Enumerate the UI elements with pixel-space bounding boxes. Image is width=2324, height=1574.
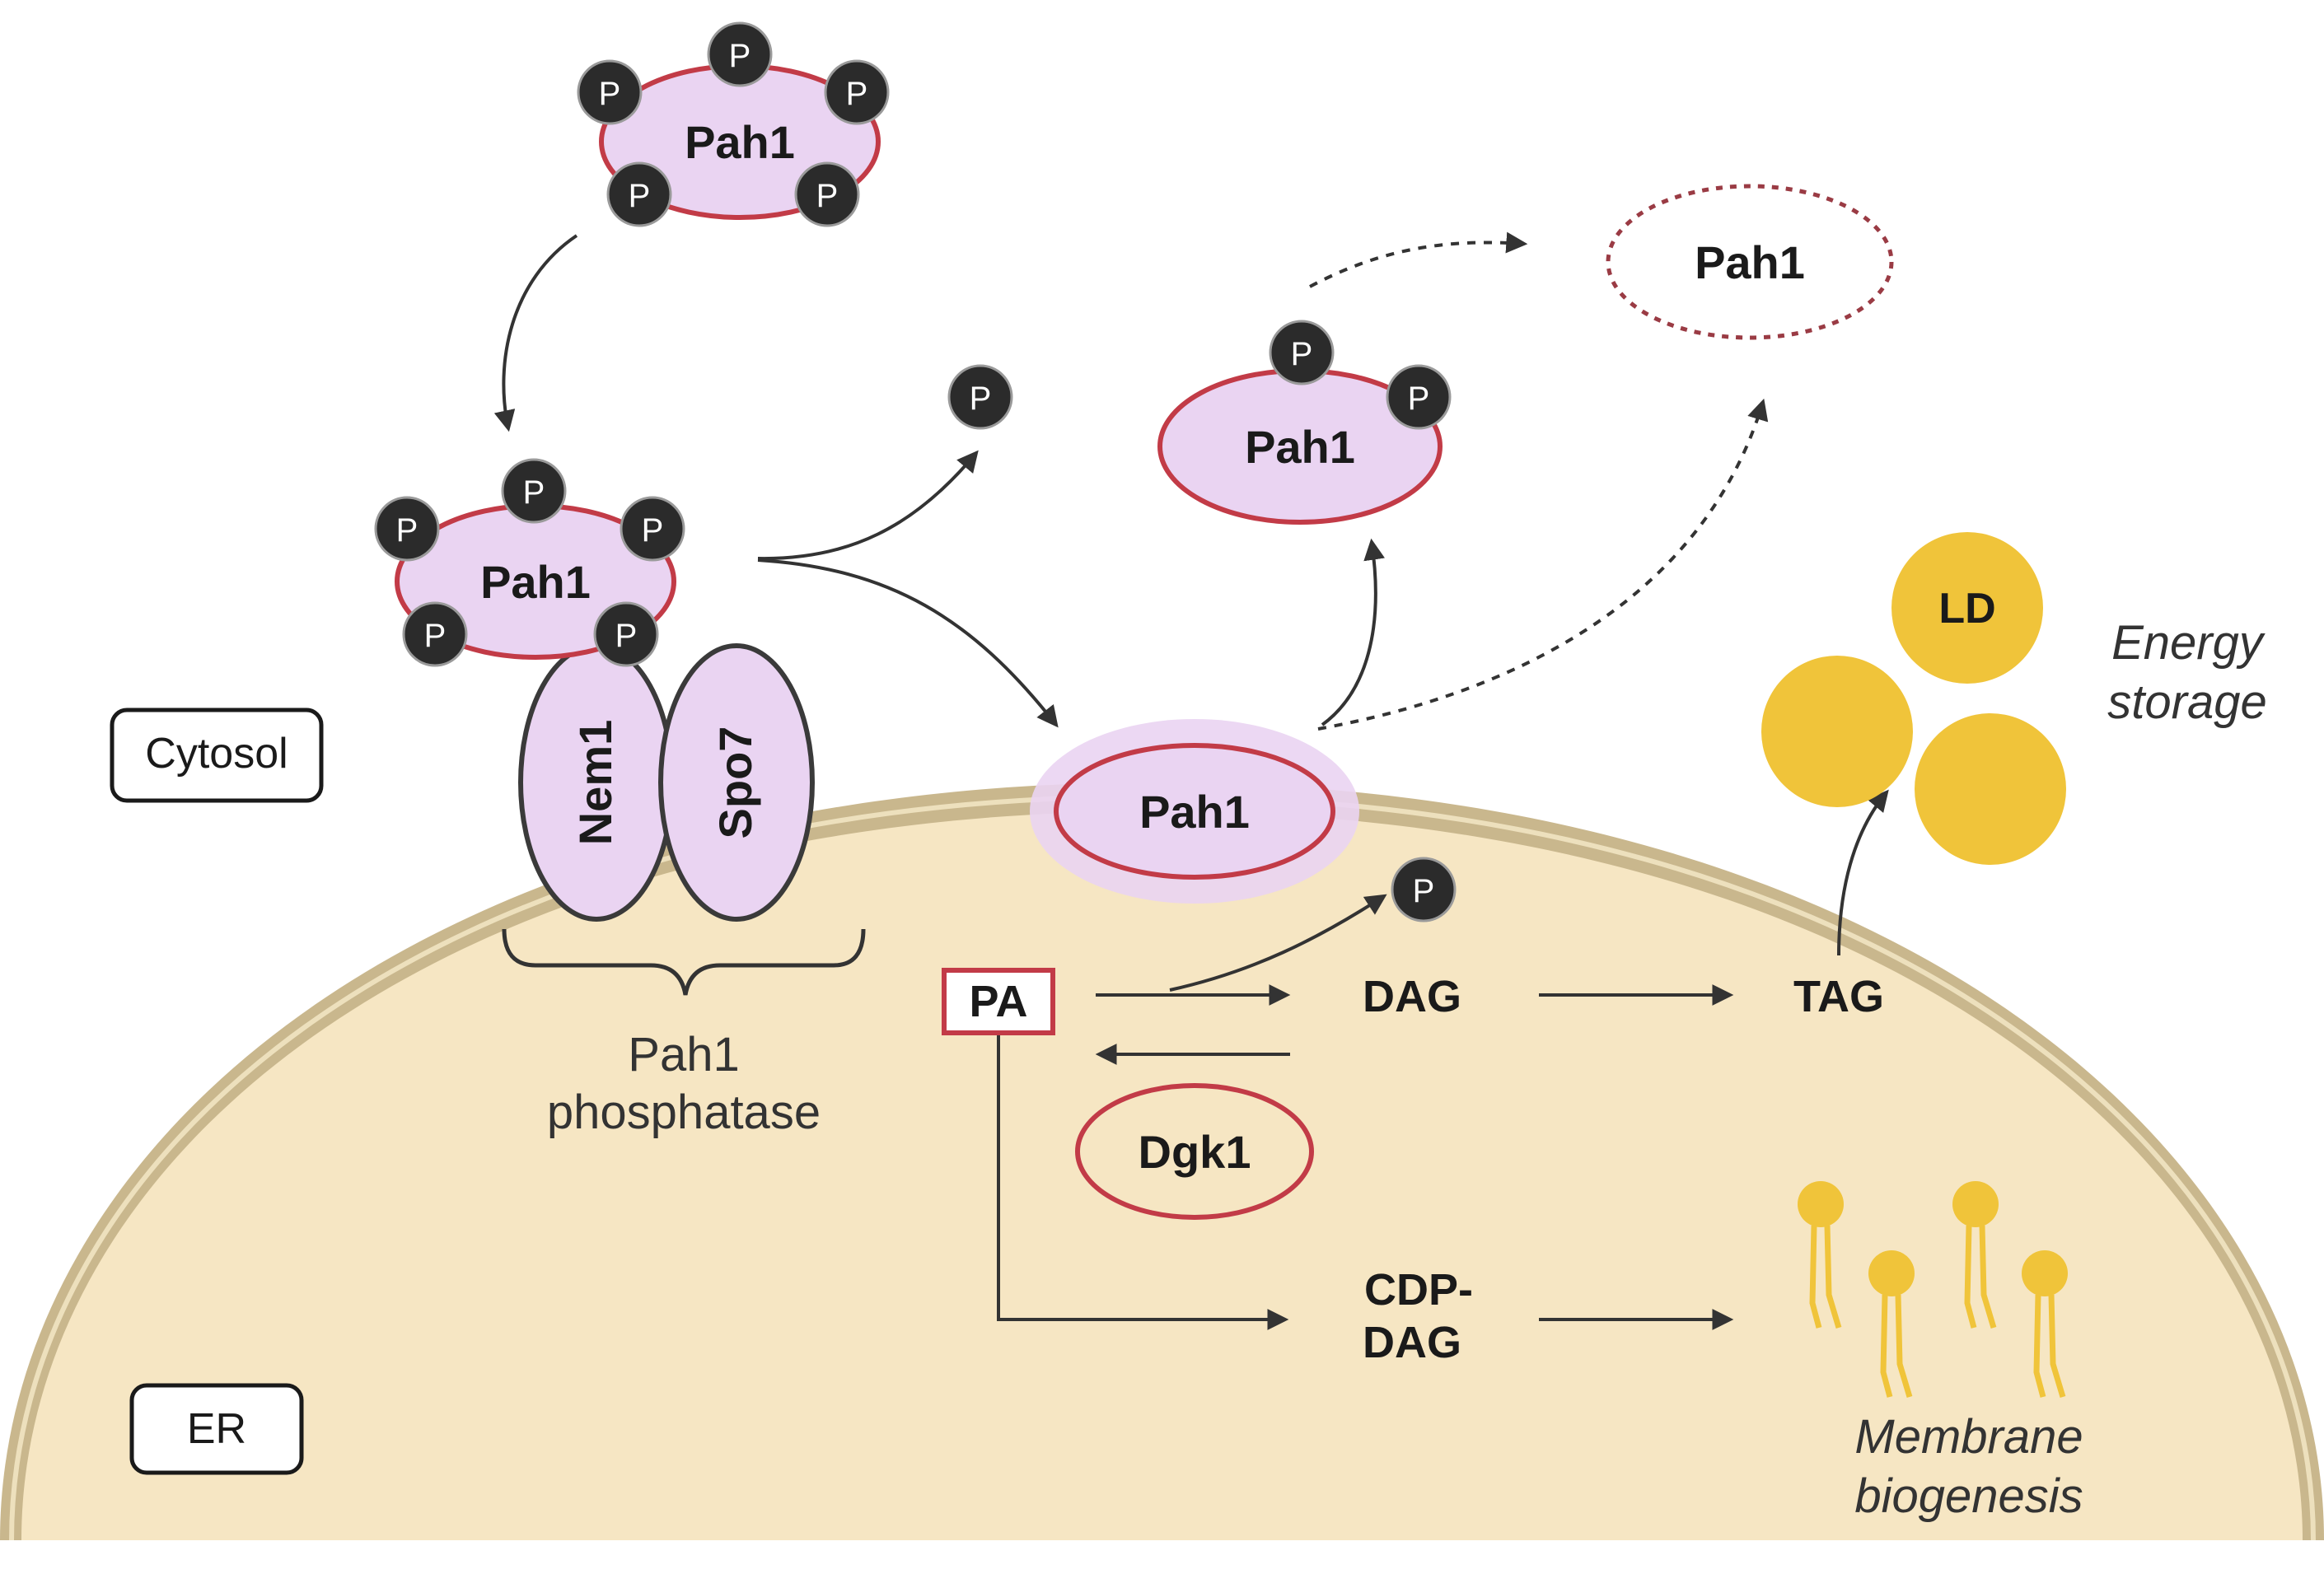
cytosol-label-box: Cytosol: [110, 708, 324, 803]
arrow-tag-to-ld: [1837, 789, 1889, 956]
nem1-protein: Nem1: [518, 643, 675, 922]
er-label: ER: [187, 1405, 246, 1453]
phosphate-label: P: [729, 38, 751, 74]
phosphate-icon: P: [1269, 320, 1335, 385]
arrow-release-phosphate: [757, 450, 979, 561]
phosphate-label: P: [424, 618, 447, 654]
phosphate-icon: P: [1391, 857, 1457, 922]
ld-label: LD: [1938, 585, 1995, 633]
cdp-dag-label-line2: DAG: [1363, 1318, 1461, 1367]
energy-storage-line1: Energy: [2111, 616, 2266, 670]
arrow-dotted-membrane-to-degraded: [1317, 398, 1769, 731]
phospholipid-icon: [1798, 1181, 1844, 1329]
phosphate-icon: P: [794, 161, 860, 227]
phosphate-icon: P: [947, 364, 1013, 430]
er-label-box: ER: [129, 1383, 304, 1475]
spo7-protein: Spo7: [658, 643, 815, 922]
arrow-pa-to-cdp-dag: [997, 1031, 1289, 1330]
pah1-degraded: Pah1: [1606, 184, 1894, 340]
er-bottom-edge: [0, 1540, 2324, 1570]
phosphate-label: P: [970, 381, 992, 417]
phosphate-label: P: [615, 618, 638, 654]
cytosol-label: Cytosol: [145, 730, 288, 778]
pah1-membrane-label: Pah1: [1139, 786, 1250, 838]
phosphate-label: P: [396, 512, 419, 549]
arrow-free-to-complex: [493, 234, 578, 432]
complex-label-line1: Pah1: [628, 1028, 739, 1081]
phosphate-icon: P: [402, 601, 468, 667]
arrow-to-membrane-pah1: [757, 558, 1059, 728]
phosphate-label: P: [1413, 873, 1435, 909]
complex-brace: [502, 928, 866, 996]
phosphate-groups: P P P P P P P P P P P P P P: [374, 21, 1457, 922]
phospholipid-icons: [1798, 1181, 2068, 1399]
phosphate-icon: P: [707, 21, 773, 87]
phosphate-icon: P: [620, 496, 685, 562]
phosphate-icon: P: [593, 601, 659, 667]
phosphate-icon: P: [501, 458, 567, 524]
phosphate-label: P: [1291, 336, 1313, 372]
pah1-complex-label: Pah1: [480, 556, 591, 608]
pah1-free-label: Pah1: [685, 116, 795, 168]
arrow-pa-release-phosphate: [1169, 894, 1387, 992]
phosphate-label: P: [1408, 381, 1430, 417]
phosphate-icon: P: [374, 496, 440, 562]
tag-label: TAG: [1793, 972, 1884, 1021]
membrane-biogenesis-line2: biogenesis: [1854, 1469, 2083, 1523]
pa-label: PA: [969, 977, 1027, 1026]
pah1-rephosphorylated: Pah1: [1157, 368, 1443, 525]
phosphate-label: P: [599, 76, 621, 112]
phosphate-label: P: [816, 178, 839, 214]
phosphate-label: P: [642, 512, 664, 549]
dgk1-label: Dgk1: [1139, 1126, 1251, 1178]
nem1-label: Nem1: [569, 720, 621, 846]
phosphate-icon: P: [1386, 364, 1452, 430]
phosphate-label: P: [523, 474, 545, 511]
phospholipid-icon: [2022, 1250, 2068, 1399]
complex-label-line2: phosphatase: [547, 1086, 821, 1139]
phosphate-icon: P: [824, 59, 890, 125]
spo7-label: Spo7: [709, 726, 761, 839]
dgk1-protein: Dgk1: [1075, 1083, 1314, 1220]
pa-box: PA: [942, 968, 1055, 1035]
membrane-biogenesis-line1: Membrane: [1854, 1410, 2083, 1464]
arrow-membrane-to-rephospho: [1321, 538, 1386, 726]
phosphate-label: P: [846, 76, 868, 112]
phospholipid-icon: [1868, 1250, 1915, 1399]
pah1-degraded-label: Pah1: [1695, 236, 1805, 288]
lipid-droplet-icon: LD: [1761, 532, 2066, 865]
phosphate-icon: P: [577, 59, 643, 125]
pah1-rephospho-label: Pah1: [1245, 421, 1355, 473]
dag-label: DAG: [1363, 972, 1461, 1021]
pah1-membrane-bound: Pah1: [1030, 719, 1359, 904]
energy-storage-line2: storage: [2107, 675, 2266, 729]
phospholipid-icon: [1952, 1181, 1999, 1329]
arrow-dotted-to-degraded-top: [1309, 231, 1528, 288]
cdp-dag-label-line1: CDP-: [1364, 1265, 1473, 1315]
phosphate-label: P: [629, 178, 651, 214]
phosphate-icon: P: [606, 161, 672, 227]
